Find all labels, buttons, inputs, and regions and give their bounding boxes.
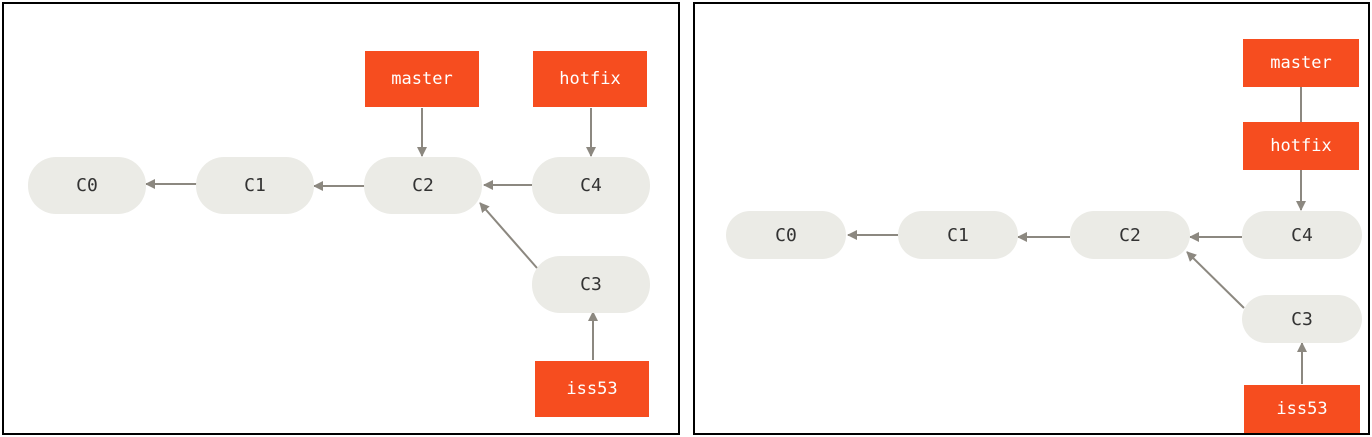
branch-master: master [365,51,479,107]
arrows-layer [847,86,1307,384]
commit-c4: C4 [1242,211,1362,259]
commit-c3: C3 [1242,295,1362,343]
diagram-panel-left: C0 C1 C2 C4 C3 master hotfix iss53 [2,2,680,435]
commit-c1: C1 [898,211,1018,259]
commit-c0: C0 [726,211,846,259]
branch-iss53: iss53 [535,361,649,417]
commit-c2: C2 [1070,211,1190,259]
commit-c3: C3 [532,256,650,313]
branch-hotfix: hotfix [1243,122,1359,170]
commit-c1: C1 [196,157,314,214]
branch-master: master [1243,39,1359,87]
branch-iss53: iss53 [1244,385,1360,433]
commit-c0: C0 [28,157,146,214]
arrows-layer [145,108,598,360]
commit-c4: C4 [532,157,650,214]
arrow-c3-to-c2 [1186,251,1245,309]
commit-c2: C2 [364,157,482,214]
arrow-c3-to-c2 [479,202,538,269]
diagram-panel-right: C0 C1 C2 C4 C3 master hotfix iss53 [693,2,1370,435]
branch-hotfix: hotfix [533,51,647,107]
